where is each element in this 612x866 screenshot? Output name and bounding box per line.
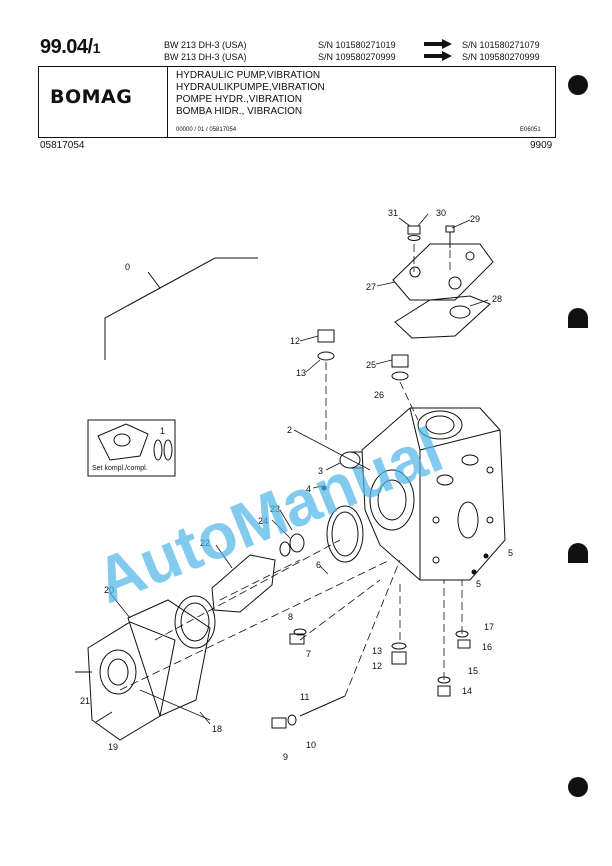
valve-stem: [299, 695, 346, 717]
top-cover-plate: [392, 243, 494, 301]
callout-25: 25: [366, 360, 376, 370]
model-line-1: BW 213 DH-3 (USA): [164, 40, 247, 50]
callout-0: 0: [125, 262, 130, 272]
callout-1: 1: [160, 426, 165, 436]
callout-19: 19: [108, 742, 118, 752]
kit-inset-label: Set kompl./compl.: [92, 465, 148, 472]
arrow-right-icon: [424, 39, 452, 49]
assembly-bracket: [104, 257, 258, 360]
callout-31: 31: [388, 208, 398, 218]
callout-28: 28: [492, 294, 502, 304]
sn-from-2: S/N 109580270999: [318, 52, 396, 62]
callout-5a: 5: [508, 548, 513, 558]
callout-23: 23: [270, 504, 280, 514]
arrow-icons: [424, 39, 452, 61]
title-en: HYDRAULIC PUMP,VIBRATION: [176, 70, 321, 81]
end-cover: [211, 554, 276, 613]
title-de: HYDRAULIKPUMPE,VIBRATION: [176, 82, 325, 93]
watermark: AutoManual: [86, 413, 452, 617]
binder-hole: [568, 75, 588, 95]
sn-to-1: S/N 101580271079: [462, 40, 540, 50]
plug: [289, 633, 305, 645]
part-titles: HYDRAULIC PUMP,VIBRATION HYDRAULIKPUMPE,…: [176, 70, 325, 118]
screw: [95, 711, 113, 723]
leader-line: [147, 271, 161, 289]
sn-to-2: S/N 109580270999: [462, 52, 540, 62]
callout-27: 27: [366, 282, 376, 292]
binder-tab: [568, 543, 588, 563]
callout-7: 7: [306, 649, 311, 659]
title-box: [38, 66, 556, 138]
bearing-ring: [174, 595, 216, 649]
o-ring: [391, 371, 409, 381]
callout-12b: 12: [372, 661, 382, 671]
brand-logo: BOMAG: [50, 86, 133, 108]
plug: [317, 329, 335, 343]
arrow-right-icon: [424, 51, 452, 61]
callout-6: 6: [316, 560, 321, 570]
callout-11: 11: [300, 692, 309, 702]
small-ref-left: 00000 / 01 / 05817054: [176, 127, 237, 133]
callout-30: 30: [436, 208, 446, 218]
callout-26: 26: [374, 390, 384, 400]
pump-housing: [361, 407, 506, 581]
callout-12a: 12: [290, 336, 300, 346]
callout-29: 29: [470, 214, 480, 224]
callout-14: 14: [462, 686, 472, 696]
callout-22: 22: [200, 538, 210, 548]
callout-21: 21: [80, 696, 90, 706]
callout-15: 15: [468, 666, 478, 676]
seal-ring: [326, 505, 364, 563]
callout-20: 20: [104, 585, 114, 595]
title-fr: POMPE HYDR.,VIBRATION: [176, 94, 302, 105]
callout-10: 10: [306, 740, 316, 750]
callout-3: 3: [318, 466, 323, 476]
callout-24: 24: [258, 516, 268, 526]
callout-5b: 5: [476, 579, 481, 589]
model-line-2: BW 213 DH-3 (USA): [164, 52, 247, 62]
kit-inset-box: [87, 419, 176, 477]
sn-from-1: S/N 101580271019: [318, 40, 396, 50]
callout-8: 8: [288, 612, 293, 622]
binder-hole: [568, 777, 588, 797]
callout-17: 17: [484, 622, 494, 632]
document-number: 99.04/1: [40, 36, 100, 58]
callout-18: 18: [212, 724, 222, 734]
callout-13a: 13: [296, 368, 306, 378]
binder-tab: [568, 308, 588, 328]
callout-16: 16: [482, 642, 492, 652]
gasket: [394, 295, 491, 339]
callout-9: 9: [283, 752, 288, 762]
title-es: BOMBA HIDR., VIBRACION: [176, 106, 303, 117]
o-ring: [317, 351, 335, 361]
plug: [407, 225, 421, 235]
callout-2: 2: [287, 425, 292, 435]
date-code: 9909: [530, 140, 553, 151]
part-number: 05817054: [40, 140, 85, 151]
callout-13b: 13: [372, 646, 382, 656]
plug: [391, 354, 409, 368]
callout-4: 4: [306, 484, 311, 494]
small-ref-right: E06051: [520, 127, 541, 133]
